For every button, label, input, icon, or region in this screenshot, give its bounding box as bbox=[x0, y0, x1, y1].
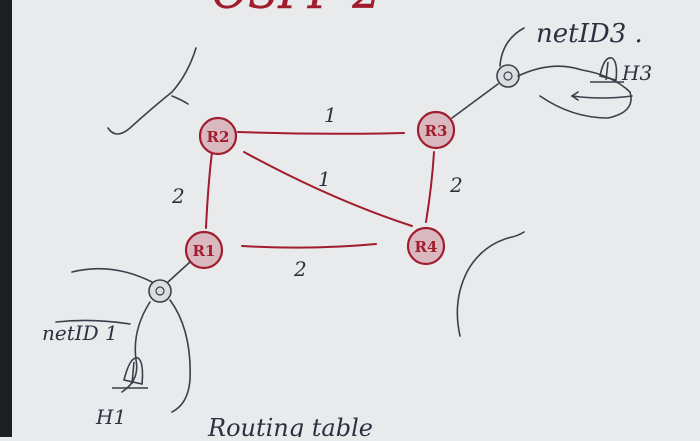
router-r3: R3 bbox=[416, 110, 456, 150]
router-r2: R2 bbox=[198, 116, 238, 156]
cost-r2-r1: 2 bbox=[171, 184, 185, 208]
link-r3-r4 bbox=[425, 151, 435, 223]
router-label-r4: R4 bbox=[415, 238, 438, 256]
network-outline-net1 bbox=[71, 267, 191, 413]
dark-left-edge bbox=[0, 0, 12, 437]
arrow-stroke-h3 bbox=[571, 95, 633, 99]
pen-squiggle-left bbox=[107, 47, 197, 135]
switch-net1 bbox=[148, 279, 172, 303]
host-h3-icon bbox=[590, 57, 624, 83]
link-r2-r4 bbox=[243, 151, 413, 227]
network-label-net3: netID3 . bbox=[536, 19, 643, 49]
router-label-r3: R3 bbox=[425, 122, 448, 140]
host-label-h1: H1 bbox=[95, 405, 126, 429]
diagram-title: OSPF 2 bbox=[212, 0, 380, 19]
link-r3-switch bbox=[451, 83, 499, 119]
caption-routing-table: Routing table bbox=[207, 414, 373, 437]
router-r1: R1 bbox=[184, 230, 224, 270]
whiteboard: OSPF 2 R2 R3 R1 bbox=[12, 0, 700, 441]
pen-tick-left bbox=[171, 95, 189, 105]
host-h1-icon bbox=[112, 357, 148, 389]
underline-net1 bbox=[55, 319, 131, 325]
router-r4: R4 bbox=[406, 226, 446, 266]
link-r1-switch bbox=[167, 261, 191, 283]
cost-r2-r3: 1 bbox=[324, 103, 337, 127]
link-r2-r1 bbox=[205, 151, 213, 229]
cost-r2-r4: 1 bbox=[318, 167, 331, 191]
link-r2-r3 bbox=[237, 131, 405, 135]
network-outline-net3 bbox=[499, 27, 632, 119]
router-label-r1: R1 bbox=[193, 242, 216, 260]
switch-net3 bbox=[496, 64, 520, 88]
host-label-h3: H3 bbox=[621, 61, 652, 85]
arrow-head-h3 bbox=[570, 91, 579, 101]
link-r1-r4 bbox=[241, 243, 377, 249]
network-label-net1: netID 1 bbox=[42, 321, 118, 345]
network-diagram: OSPF 2 R2 R3 R1 bbox=[42, 0, 652, 441]
router-label-r2: R2 bbox=[207, 128, 230, 146]
cost-r3-r4: 2 bbox=[449, 173, 463, 197]
cost-r1-r4: 2 bbox=[293, 257, 307, 281]
pen-arc-right bbox=[456, 231, 525, 337]
